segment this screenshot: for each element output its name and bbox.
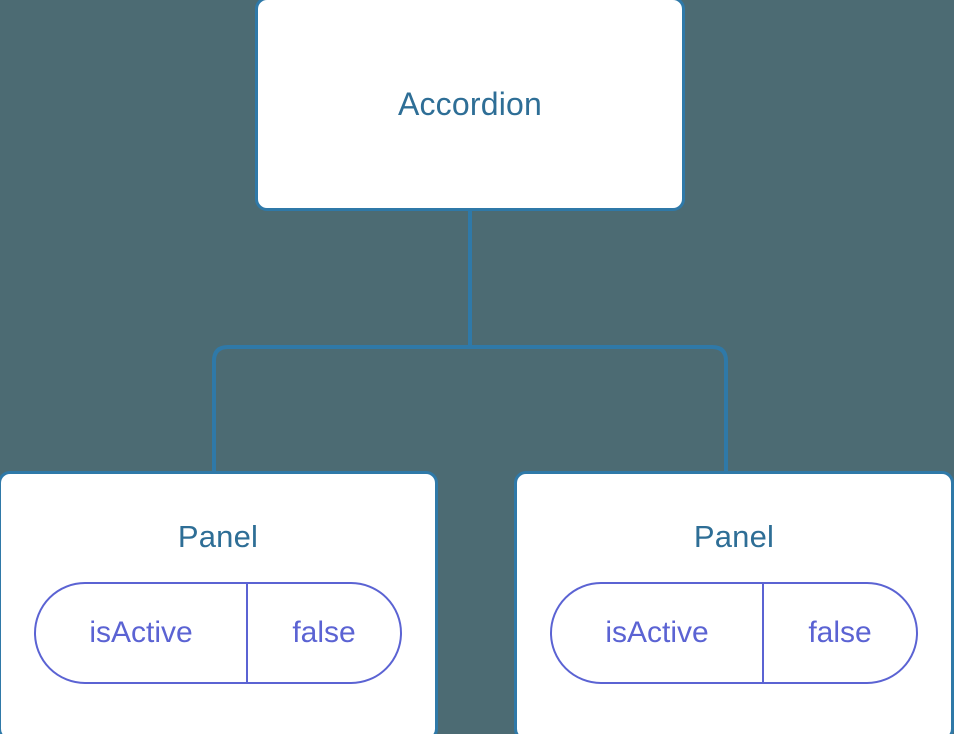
prop-key-isactive: isActive (552, 584, 764, 682)
node-accordion[interactable]: Accordion (255, 0, 685, 211)
node-panel-1[interactable]: Panel isActive false (514, 471, 954, 734)
prop-pill-panel-1[interactable]: isActive false (550, 582, 918, 684)
prop-value-isactive: false (808, 616, 872, 649)
edge-bus-to-panel-1 (470, 345, 728, 474)
edge-bus-to-panel-0 (212, 345, 470, 474)
node-panel-0[interactable]: Panel isActive false (0, 471, 438, 734)
node-accordion-label: Accordion (397, 86, 543, 122)
prop-pill-panel-0[interactable]: isActive false (34, 582, 402, 684)
node-panel-0-label: Panel (177, 519, 259, 554)
node-panel-1-label: Panel (693, 519, 775, 554)
prop-value-isactive: false (292, 616, 356, 649)
prop-key-isactive: isActive (36, 584, 248, 682)
